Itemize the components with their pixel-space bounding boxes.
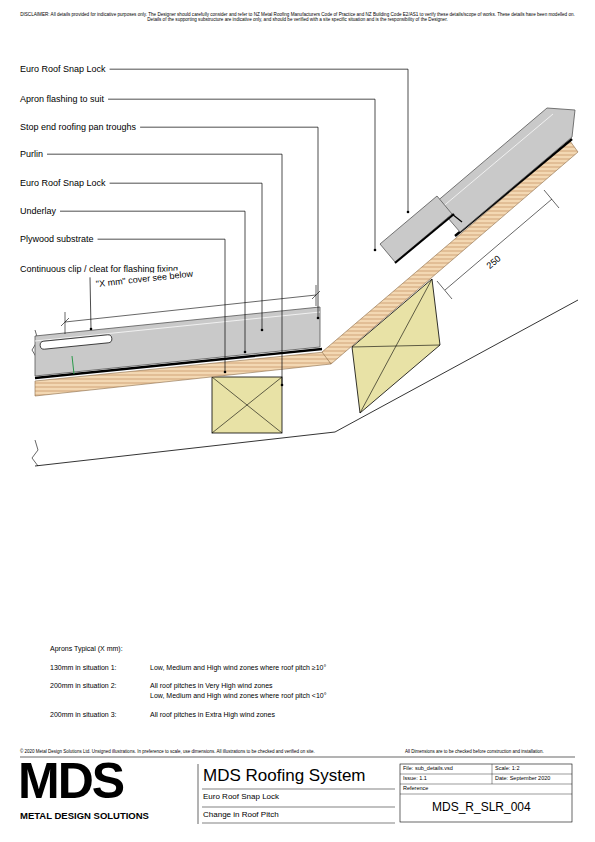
subtitle: Euro Roof Snap Lock bbox=[203, 792, 279, 801]
flashing-clip bbox=[40, 334, 112, 374]
logo-subtext: METAL DESIGN SOLUTIONS bbox=[20, 811, 149, 822]
subtitle: Change in Roof Pitch bbox=[203, 810, 279, 819]
note-text: Low, Medium and High wind zones where ro… bbox=[150, 664, 326, 672]
dimension-label: 250 bbox=[485, 253, 503, 271]
drawing-title: MDS Roofing System bbox=[203, 766, 366, 786]
title-block-cell: Reference bbox=[403, 785, 428, 791]
dimension-note: All Dimensions are to be checked before … bbox=[405, 749, 544, 754]
cover-dimension bbox=[61, 285, 320, 334]
callout-label: Plywood substrate bbox=[20, 234, 94, 244]
apron-flashing bbox=[380, 196, 462, 263]
leader-tip bbox=[244, 351, 247, 354]
note-heading: Aprons Typical (X mm): bbox=[50, 645, 123, 653]
break-mark bbox=[32, 440, 38, 466]
leader-tip bbox=[317, 317, 320, 320]
leader-line bbox=[140, 127, 318, 318]
title-block-cell: Issue: 1.1 bbox=[403, 775, 427, 781]
note-text: 130mm in situation 1: bbox=[50, 664, 117, 672]
leader-line bbox=[98, 239, 225, 372]
plywood-substrate bbox=[322, 141, 578, 364]
logo-text: MDS bbox=[18, 756, 123, 806]
title-block-cell: Scale: 1:2 bbox=[495, 765, 519, 771]
disclaimer: DISCLAIMER: All details provided for ind… bbox=[20, 12, 575, 23]
leader-tip bbox=[374, 249, 377, 252]
copyright-note: © 2020 Metal Design Solutions Ltd. Unsig… bbox=[20, 749, 315, 754]
callout-label: Euro Roof Snap Lock bbox=[20, 64, 106, 74]
title-block-cell: Date: September 2020 bbox=[495, 775, 550, 781]
snap-lock-panel bbox=[435, 108, 575, 232]
leader-tip bbox=[407, 211, 410, 214]
leader-line bbox=[110, 69, 408, 212]
note-text: All roof pitches in Very High wind zones bbox=[150, 682, 273, 690]
callout-label: Stop end roofing pan troughs bbox=[20, 122, 136, 132]
callout-label: Purlin bbox=[20, 149, 43, 159]
length-dimension bbox=[437, 190, 559, 299]
note-text: 200mm in situation 3: bbox=[50, 711, 117, 719]
snap-lock-panel bbox=[35, 307, 320, 376]
leader-tip bbox=[224, 371, 227, 374]
leader-line bbox=[60, 211, 245, 352]
note-text: All roof pitches in Extra High wind zone… bbox=[150, 711, 275, 719]
callout-label: Apron flashing to suit bbox=[20, 94, 104, 104]
leader-line bbox=[90, 277, 91, 329]
callout-label: Euro Roof Snap Lock bbox=[20, 178, 106, 188]
leader-tip bbox=[281, 384, 284, 387]
callout-label: Underlay bbox=[20, 206, 56, 216]
leader-line bbox=[108, 99, 375, 250]
purlin bbox=[212, 377, 282, 433]
note-text: 200mm in situation 2: bbox=[50, 682, 117, 690]
leader-line bbox=[110, 183, 262, 330]
leader-tip bbox=[90, 328, 93, 331]
structure-line bbox=[35, 300, 578, 466]
leader-tip bbox=[261, 329, 264, 332]
title-block-cell: File: sub_details.vsd bbox=[403, 765, 453, 771]
drawing-number: MDS_R_SLR_004 bbox=[432, 801, 531, 815]
note-text: Low, Medium and High wind zones where ro… bbox=[150, 692, 327, 700]
